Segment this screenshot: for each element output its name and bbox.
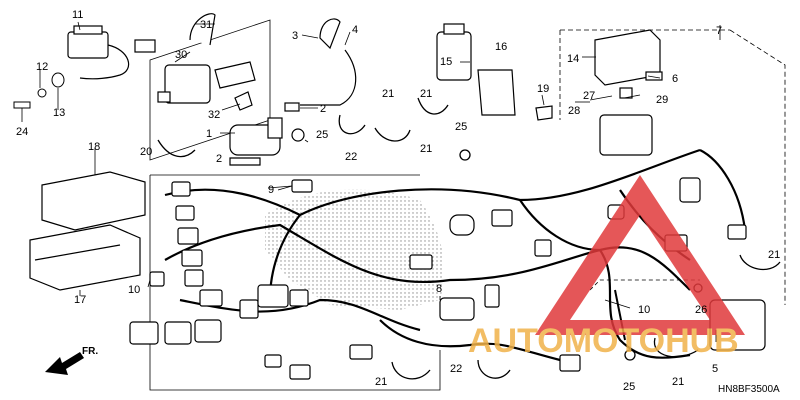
callout-25-b: 25 (623, 381, 635, 393)
callout-30: 30 (175, 49, 187, 61)
callout-1: 1 (206, 128, 212, 140)
callout-10: 10 (638, 304, 650, 316)
callout-8: 8 (436, 283, 442, 295)
callout-18: 17 (74, 294, 86, 306)
callout-26: 26 (695, 304, 707, 316)
callout-15: 14 (567, 53, 579, 65)
callout-21-f: 21 (375, 376, 387, 388)
callout-19: 18 (88, 141, 100, 153)
callout-21-c: 21 (420, 88, 432, 100)
callout-4: 4 (352, 24, 358, 36)
callout-6: 6 (672, 73, 678, 85)
callout-17: 16 (495, 41, 507, 53)
callout-14: 13 (53, 107, 65, 119)
callout-21-g: 21 (672, 376, 684, 388)
front-direction-arrow: FR. (45, 346, 98, 375)
callout-22-b: 22 (450, 363, 462, 375)
front-label: FR. (82, 346, 98, 357)
component-12-box (67, 25, 156, 80)
callout-9: 9 (268, 184, 274, 196)
callout-21-e: 21 (768, 249, 780, 261)
watermark-triangle (535, 175, 745, 335)
callout-2-upper: 2 (320, 103, 326, 115)
fuse-box-15 (594, 29, 663, 99)
callout-7: 7 (716, 25, 722, 37)
callout-21-d: 21 (420, 143, 432, 155)
callout-31: 31 (200, 19, 212, 31)
watermark-text: AUTOMOTOHUB (468, 322, 739, 360)
plug-caps (284, 18, 357, 112)
clips-top (157, 97, 449, 158)
callout-27: 27 (583, 90, 595, 102)
ecu-units (29, 171, 146, 291)
callout-3: 3 (292, 30, 298, 42)
bolt-parts (13, 72, 65, 109)
callout-13: 12 (36, 61, 48, 73)
callout-21-b: 21 (382, 88, 394, 100)
callout-11: 10 (128, 284, 140, 296)
callout-32: 32 (208, 109, 220, 121)
callout-2-lower: 2 (216, 153, 222, 165)
callout-12: 11 (72, 9, 83, 21)
callout-22-a: 22 (345, 151, 357, 163)
callout-20: 19 (537, 83, 549, 95)
callout-16: 15 (440, 56, 452, 68)
callout-21-a: 20 (140, 146, 152, 158)
callout-labels: 11 12 13 24 18 17 31 30 32 3 4 1 2 2 25 … (16, 9, 780, 395)
callout-25-a: 25 (455, 121, 467, 133)
watermark: AUTOMOTOHUB (468, 175, 745, 360)
main-harness (164, 148, 747, 362)
callout-29: 29 (656, 94, 668, 106)
callout-24: 25 (316, 129, 328, 141)
callout-5: 5 (712, 363, 718, 375)
ignition-coil-group (157, 13, 256, 111)
starter-relay (229, 117, 305, 166)
diagram-code: HN8BF3500A (718, 384, 780, 395)
relay-parts-16-17 (436, 23, 553, 121)
callout-28: 28 (568, 105, 580, 117)
callout-23: 24 (16, 126, 28, 138)
leader-lines (21, 21, 721, 342)
